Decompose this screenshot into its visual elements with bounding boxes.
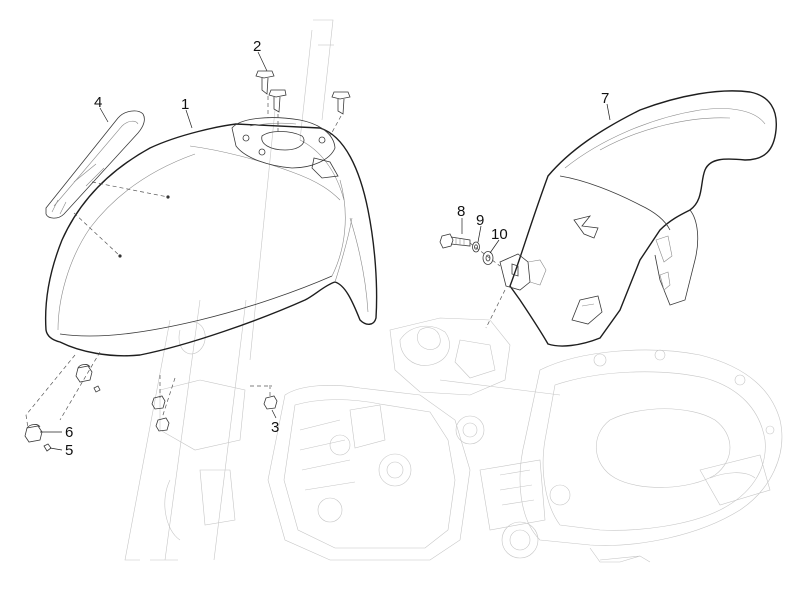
engine-assembly-ghost — [267, 317, 783, 563]
assembly-guides — [73, 181, 169, 257]
leader-lines — [40, 51, 611, 451]
rear-hugger-part — [485, 90, 777, 347]
callout-9: 9 — [476, 212, 484, 229]
fork-column-ghost — [124, 19, 334, 561]
callout-2: 2 — [253, 38, 261, 55]
fasteners-lower — [24, 351, 278, 452]
callout-8: 8 — [457, 203, 465, 220]
callout-4: 4 — [94, 94, 102, 111]
callout-10: 10 — [491, 226, 508, 243]
callout-labels: 1 2 3 4 5 6 7 8 9 10 — [65, 38, 609, 459]
front-reflector-part — [45, 110, 145, 219]
screw-part-2 — [255, 70, 351, 137]
callout-6: 6 — [65, 424, 73, 441]
front-mudguard-part — [44, 117, 378, 357]
callout-7: 7 — [601, 90, 609, 107]
callout-3: 3 — [271, 419, 279, 436]
callout-1: 1 — [181, 96, 189, 113]
hugger-fasteners — [439, 233, 501, 267]
callout-5: 5 — [65, 442, 73, 459]
